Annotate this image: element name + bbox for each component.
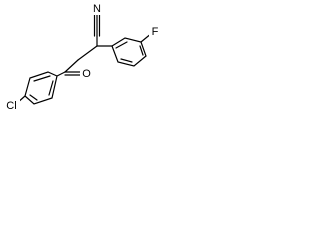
bond-methylene-to-carbonyl — [64, 59, 79, 73]
fluorophenyl-double-3 — [120, 58, 133, 63]
carbonyl-label-bg — [80, 66, 93, 80]
chemical-structure-diagram: N O F Cl — [3, 1, 161, 112]
atom-label-layer: N O F Cl — [3, 1, 161, 112]
bond-layer — [15, 10, 153, 105]
chlorophenyl-double-1 — [33, 75, 51, 82]
chlorophenyl-ring — [24, 71, 58, 105]
bond-alpha-to-methylene — [77, 45, 98, 61]
chlorophenyl-double-2 — [29, 94, 38, 101]
bond-carbonyl-to-aryl — [56, 71, 66, 77]
chlorine-label: Cl — [6, 100, 16, 112]
chlorine-label-bg — [3, 98, 20, 112]
fluorophenyl-ring — [111, 37, 147, 67]
fluorine-label-bg — [149, 24, 161, 38]
fluorophenyl-double-1 — [115, 41, 128, 49]
nitrile-label-bg — [90, 1, 104, 15]
chlorophenyl-double-3 — [48, 80, 54, 96]
nitrile-n-label: N — [93, 3, 101, 15]
carbonyl-o-label: O — [82, 68, 91, 80]
fluorophenyl-double-2 — [139, 45, 144, 56]
fluorine-label: F — [152, 26, 159, 38]
